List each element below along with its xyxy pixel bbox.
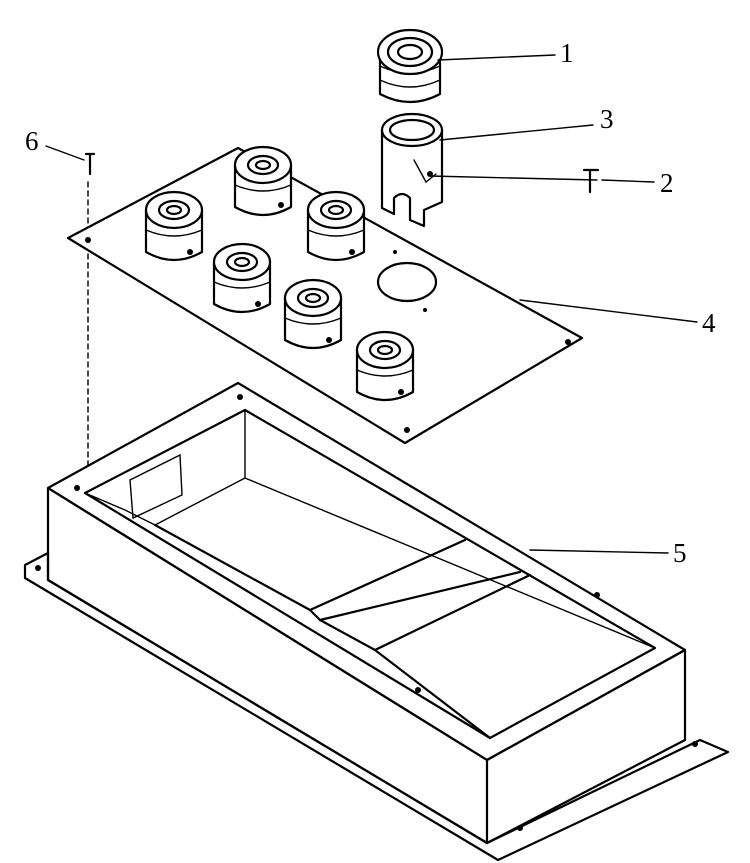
connector-unit [306,190,366,262]
callout-5: 5 [673,538,687,568]
callout-6: 6 [25,126,39,156]
connector-unit [212,242,272,314]
leader-lines [45,54,698,554]
callout-labels: 1 3 2 4 5 6 [25,38,716,568]
set-screw [582,168,600,194]
sleeve-bushing [380,112,444,228]
connector-units [144,145,415,402]
enclosure-box [23,381,730,862]
callout-3: 3 [600,104,614,134]
connector-unit [355,330,415,402]
connector-unit [233,145,293,217]
callout-4: 4 [702,308,716,338]
connector-unit [283,278,343,350]
knob-cap [376,28,444,104]
callout-2: 2 [660,168,674,198]
connector-unit [144,190,204,262]
screw [84,152,96,176]
callout-1: 1 [560,38,574,68]
